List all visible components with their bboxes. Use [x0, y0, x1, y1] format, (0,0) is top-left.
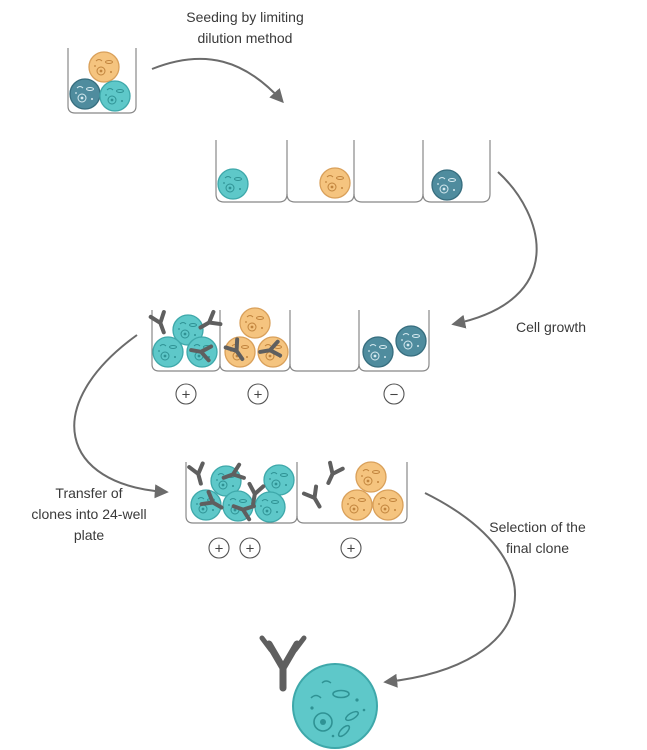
- transfer-label-line: plate: [73, 527, 105, 543]
- plus-icon: +: [239, 537, 261, 559]
- well-icon: [185, 462, 298, 524]
- blue-cell-icon: [69, 78, 101, 110]
- well-icon: [289, 310, 360, 372]
- svg-text:+: +: [182, 387, 191, 404]
- selection-label: Selection of the final clone: [470, 517, 605, 559]
- well-icon: [151, 310, 221, 372]
- svg-text:+: +: [246, 541, 255, 558]
- orange-cell-icon: [341, 489, 373, 521]
- transfer-label-line: clones into 24-well: [31, 506, 147, 522]
- teal-cell-icon: [263, 464, 295, 496]
- plus-icon: +: [247, 383, 269, 405]
- blue-cell-icon: [362, 336, 394, 368]
- blue-cell-icon: [395, 325, 427, 357]
- svg-text:+: +: [215, 541, 224, 558]
- antibody-icon: [301, 484, 328, 513]
- arrow-icon: [451, 171, 538, 329]
- seeding-label-line: dilution method: [197, 30, 293, 46]
- antibody-icon: [148, 310, 173, 337]
- orange-cell-icon: [224, 336, 256, 368]
- teal-cell-icon: [152, 336, 184, 368]
- seeding-label-line: Seeding by limiting: [186, 9, 304, 25]
- grown-clone-row: + + −: [148, 307, 430, 405]
- cell-growth-label: Cell growth: [506, 317, 596, 338]
- orange-cell-icon: [372, 489, 404, 521]
- well-icon: [422, 140, 491, 203]
- orange-cell-icon: [88, 51, 120, 83]
- svg-text:+: +: [347, 541, 356, 558]
- final-clone: [259, 635, 378, 749]
- arrow-icon: [151, 57, 284, 104]
- plus-icon: +: [175, 383, 197, 405]
- mixed-cell-tube: [67, 48, 137, 114]
- plus-icon: +: [340, 537, 362, 559]
- antibody-icon: [187, 461, 210, 488]
- teal-cell-icon: [217, 168, 249, 200]
- well-icon: [286, 140, 355, 203]
- well-icon: [296, 462, 408, 524]
- final-clone-cell-icon: [292, 663, 378, 749]
- seeding-label: Seeding by limiting dilution method: [170, 7, 320, 49]
- tube-well-icon: [67, 48, 137, 114]
- plus-icon: +: [208, 537, 230, 559]
- transfer-label-line: Transfer of: [55, 485, 123, 501]
- final-clone-antibody-icon: [259, 635, 307, 692]
- selection-label-line: final clone: [505, 540, 570, 556]
- blue-cell-icon: [431, 169, 463, 201]
- svg-text:−: −: [390, 387, 399, 404]
- cell-growth-label-line: Cell growth: [515, 319, 587, 335]
- arrow-icon: [383, 492, 516, 688]
- teal-cell-icon: [254, 491, 286, 523]
- minus-icon: −: [383, 383, 405, 405]
- teal-cell-icon: [99, 80, 131, 112]
- transfer-label: Transfer of clones into 24-well plate: [14, 483, 164, 546]
- orange-cell-icon: [319, 167, 351, 199]
- well-icon: [215, 140, 288, 203]
- well-icon: [358, 310, 430, 372]
- well-icon: [353, 140, 424, 203]
- antibody-icon: [320, 460, 345, 488]
- selection-label-line: Selection of the: [489, 519, 586, 535]
- orange-cell-icon: [355, 461, 387, 493]
- twenty-four-well-row: + + +: [185, 460, 408, 559]
- svg-text:+: +: [254, 387, 263, 404]
- seeded-well-row: [215, 140, 491, 203]
- orange-cell-icon: [239, 307, 271, 339]
- arrow-icon: [73, 334, 169, 499]
